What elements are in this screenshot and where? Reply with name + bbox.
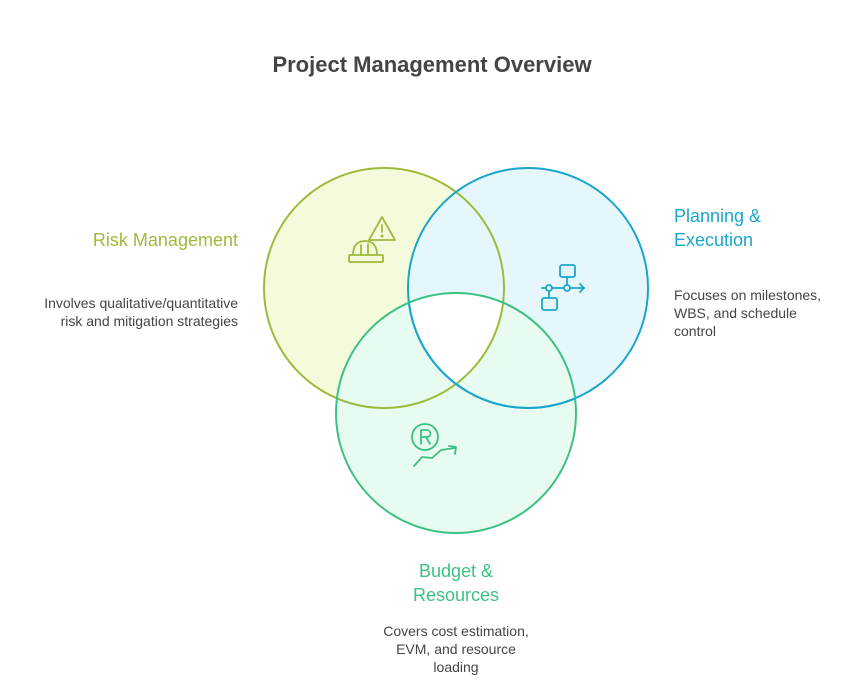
risk-management-description: Involves qualitative/quantitative risk a…	[0, 294, 238, 330]
budget-desc-line: Covers cost estimation,	[383, 623, 529, 639]
workflow-icon	[541, 264, 585, 311]
budget-circle	[336, 293, 576, 533]
budget-desc-line: loading	[433, 659, 479, 675]
budget-label-line: Budget &	[418, 561, 494, 581]
planning-desc-line: control	[674, 323, 717, 339]
planning-execution-label: Planning & Execution	[674, 204, 824, 252]
planning-label-line: Execution	[674, 230, 754, 250]
planning-execution-description: Focuses on milestones, WBS, and schedule…	[674, 286, 844, 340]
risk-desc-line: risk and mitigation strategies	[60, 313, 238, 329]
money-growth-icon	[411, 423, 457, 467]
budget-resources-label: Budget & Resources	[356, 559, 556, 607]
budget-resources-description: Covers cost estimation, EVM, and resourc…	[356, 622, 556, 676]
planning-label-line: Planning &	[674, 206, 762, 226]
risk-management-label: Risk Management	[93, 228, 238, 252]
planning-desc-line: WBS, and schedule	[674, 305, 797, 321]
diagram-title: Project Management Overview	[272, 52, 592, 77]
budget-desc-line: EVM, and resource	[396, 641, 516, 657]
risk-label-text: Risk Management	[92, 230, 238, 250]
budget-label-line: Resources	[412, 585, 500, 605]
planning-desc-line: Focuses on milestones,	[674, 287, 822, 303]
construction-warning-icon	[348, 216, 396, 263]
risk-desc-line: Involves qualitative/quantitative	[44, 295, 238, 311]
